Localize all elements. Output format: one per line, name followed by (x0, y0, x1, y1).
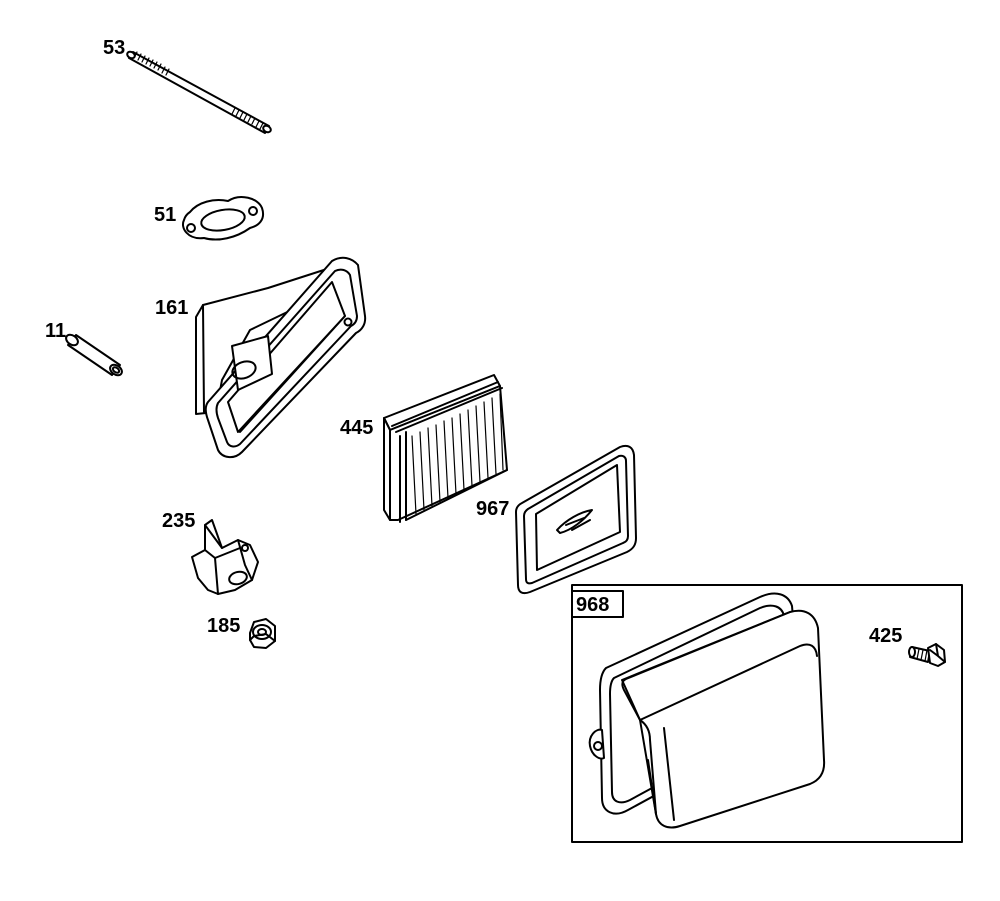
callout-445: 445 (340, 417, 373, 439)
part-161-air-cleaner-base[interactable] (195, 256, 367, 458)
part-445-air-filter[interactable] (383, 374, 508, 523)
part-51-gasket[interactable] (182, 196, 264, 241)
callout-53: 53 (103, 37, 125, 59)
part-968-cover-box[interactable] (571, 584, 963, 843)
part-185-nut[interactable] (249, 618, 276, 649)
part-425-screw[interactable] (908, 643, 946, 667)
callout-968: 968 (576, 594, 609, 616)
callout-967: 967 (476, 498, 509, 520)
part-968-air-cleaner-cover[interactable] (588, 592, 826, 829)
callout-425: 425 (869, 625, 902, 647)
callout-51: 51 (154, 204, 176, 226)
callout-11: 11 (45, 320, 66, 342)
part-11-tube[interactable] (64, 333, 124, 378)
part-235-bracket[interactable] (191, 519, 259, 595)
callout-185: 185 (207, 615, 240, 637)
part-967-pre-cleaner[interactable] (515, 444, 637, 595)
callout-235: 235 (162, 510, 195, 532)
callout-161: 161 (155, 297, 188, 319)
part-53-stud[interactable] (126, 50, 272, 134)
